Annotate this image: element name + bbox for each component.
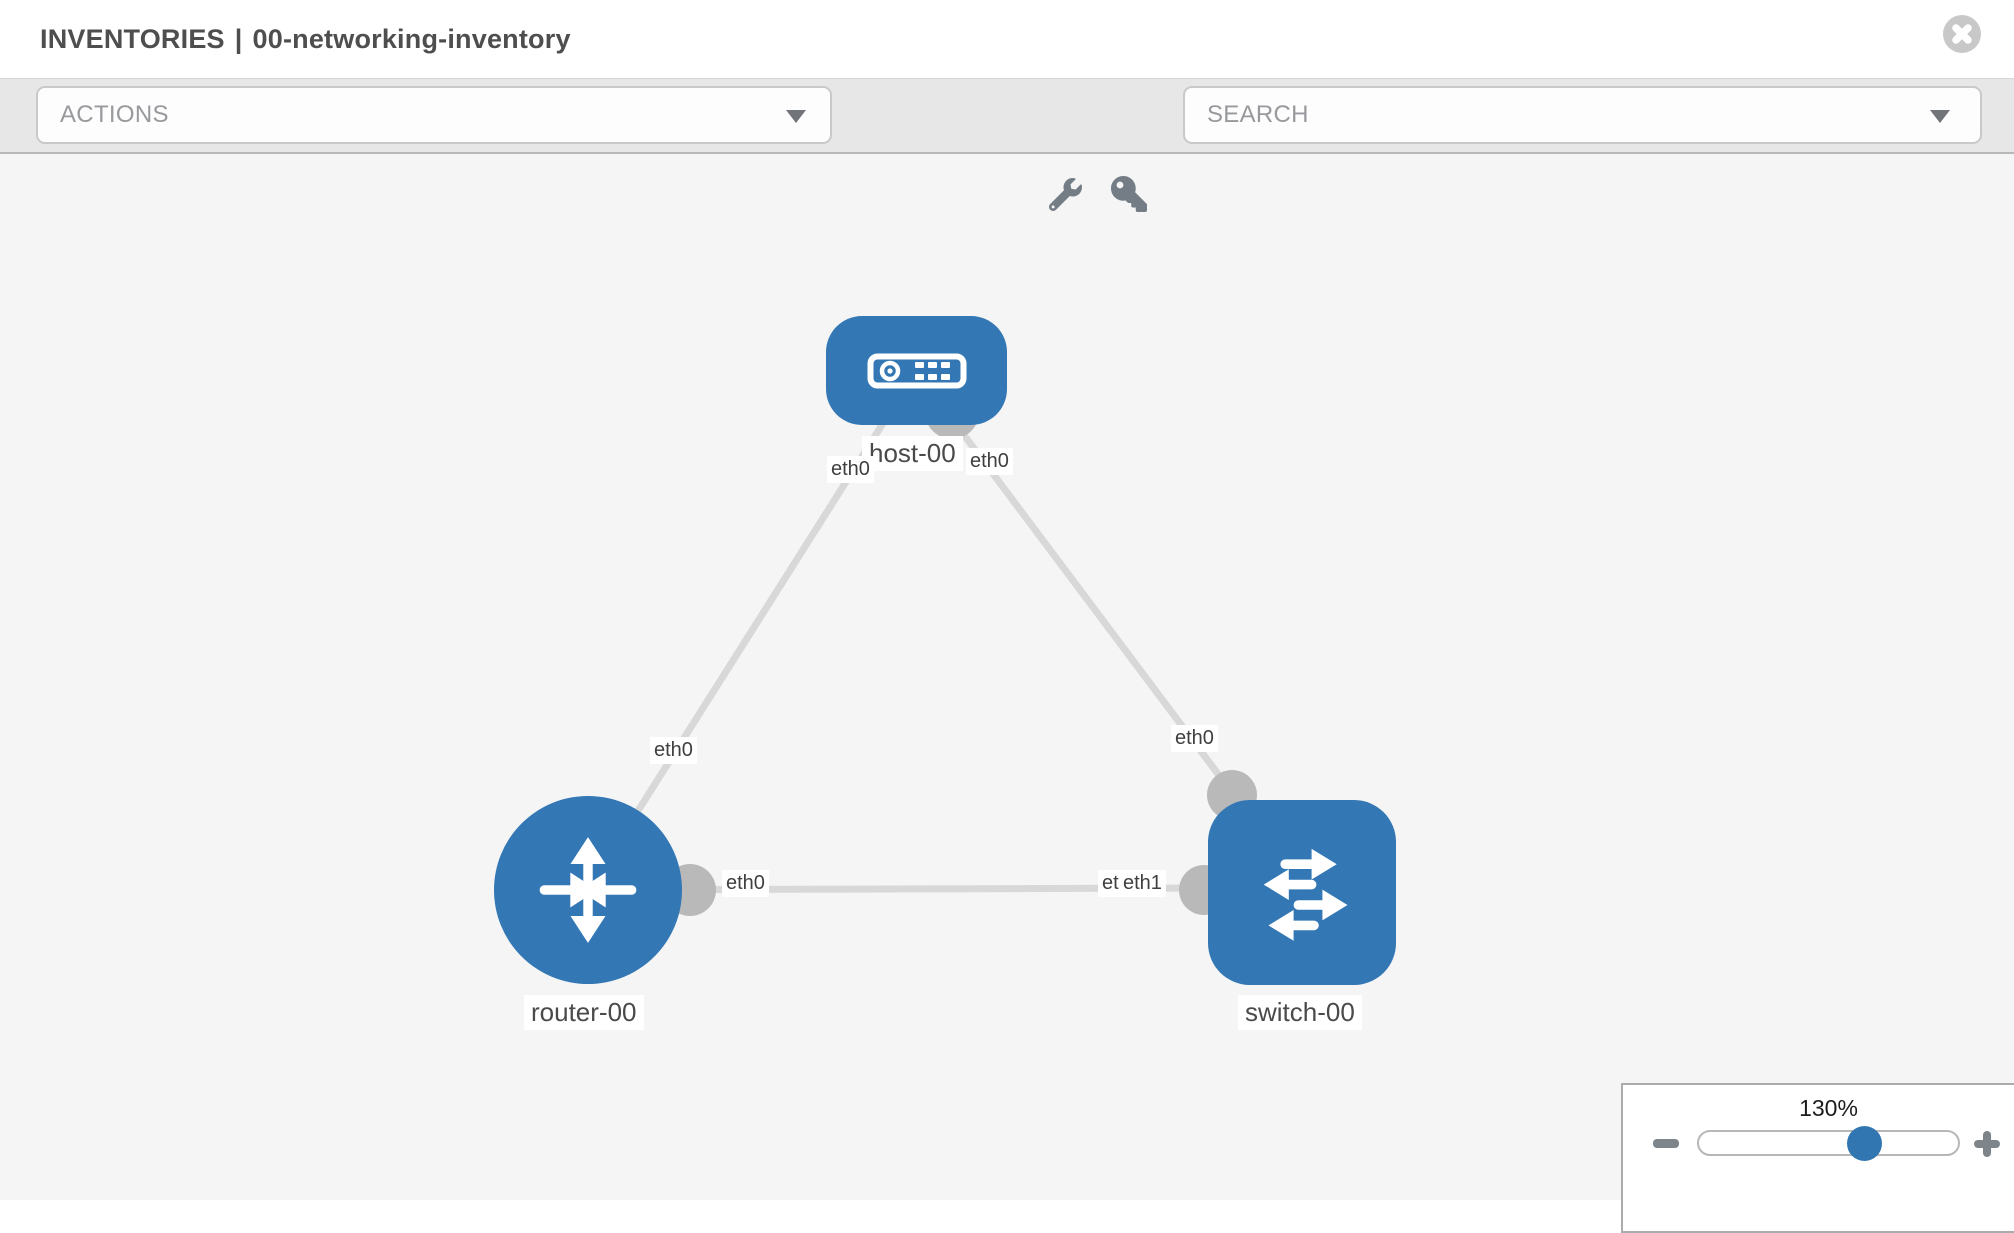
node-label-switch: switch-00 <box>1238 995 1362 1030</box>
interface-label-router-switch-source: eth0 <box>722 870 769 897</box>
header: INVENTORIES | 00-networking-inventory <box>0 0 2014 78</box>
node-switch-00[interactable] <box>1208 800 1396 985</box>
host-icon <box>867 353 966 388</box>
chevron-down-icon <box>786 110 806 123</box>
toolbar: ACTIONS SEARCH <box>0 78 2014 212</box>
breadcrumb-section: INVENTORIES <box>40 23 225 54</box>
node-router-00[interactable] <box>494 796 682 984</box>
zoom-out-button[interactable] <box>1653 1139 1679 1148</box>
configure-button[interactable] <box>1042 171 1088 217</box>
zoom-in-button[interactable] <box>1974 1131 2000 1157</box>
link-host-switch[interactable] <box>913 368 1236 797</box>
zoom-panel: 130% <box>1621 1083 2014 1233</box>
key-icon <box>1111 176 1147 212</box>
actions-dropdown-label: ACTIONS <box>60 101 169 128</box>
interface-label-host-switch-target: eth0 <box>1171 725 1218 752</box>
page-title: INVENTORIES | 00-networking-inventory <box>40 0 571 78</box>
breadcrumb-inventory-name: 00-networking-inventory <box>252 23 571 54</box>
zoom-slider-handle[interactable] <box>1847 1126 1882 1161</box>
node-host-00[interactable] <box>826 316 1007 425</box>
close-icon <box>1952 24 1972 44</box>
credentials-button[interactable] <box>1106 171 1152 217</box>
topology-links-layer <box>585 368 1257 916</box>
router-icon <box>539 837 637 943</box>
interface-label-host-router-source: eth0 <box>827 456 874 483</box>
chevron-down-icon <box>1930 110 1950 123</box>
search-dropdown[interactable]: SEARCH <box>1183 86 1982 144</box>
interface-label-router-switch-target: eth1 <box>1119 870 1166 897</box>
node-label-host: host-00 <box>862 436 963 471</box>
switch-icon <box>1263 848 1348 941</box>
interface-label-host-router-target: eth0 <box>650 737 697 764</box>
node-label-router: router-00 <box>524 995 644 1030</box>
zoom-level-value: 130% <box>1799 1095 1858 1121</box>
close-button[interactable] <box>1943 15 1981 53</box>
search-dropdown-label: SEARCH <box>1207 101 1309 128</box>
actions-dropdown[interactable]: ACTIONS <box>36 86 832 144</box>
breadcrumb-separator: | <box>234 23 243 54</box>
interface-label-host-switch-source: eth0 <box>966 448 1013 475</box>
wrench-icon <box>1048 177 1082 211</box>
zoom-slider-track[interactable] <box>1697 1130 1960 1156</box>
